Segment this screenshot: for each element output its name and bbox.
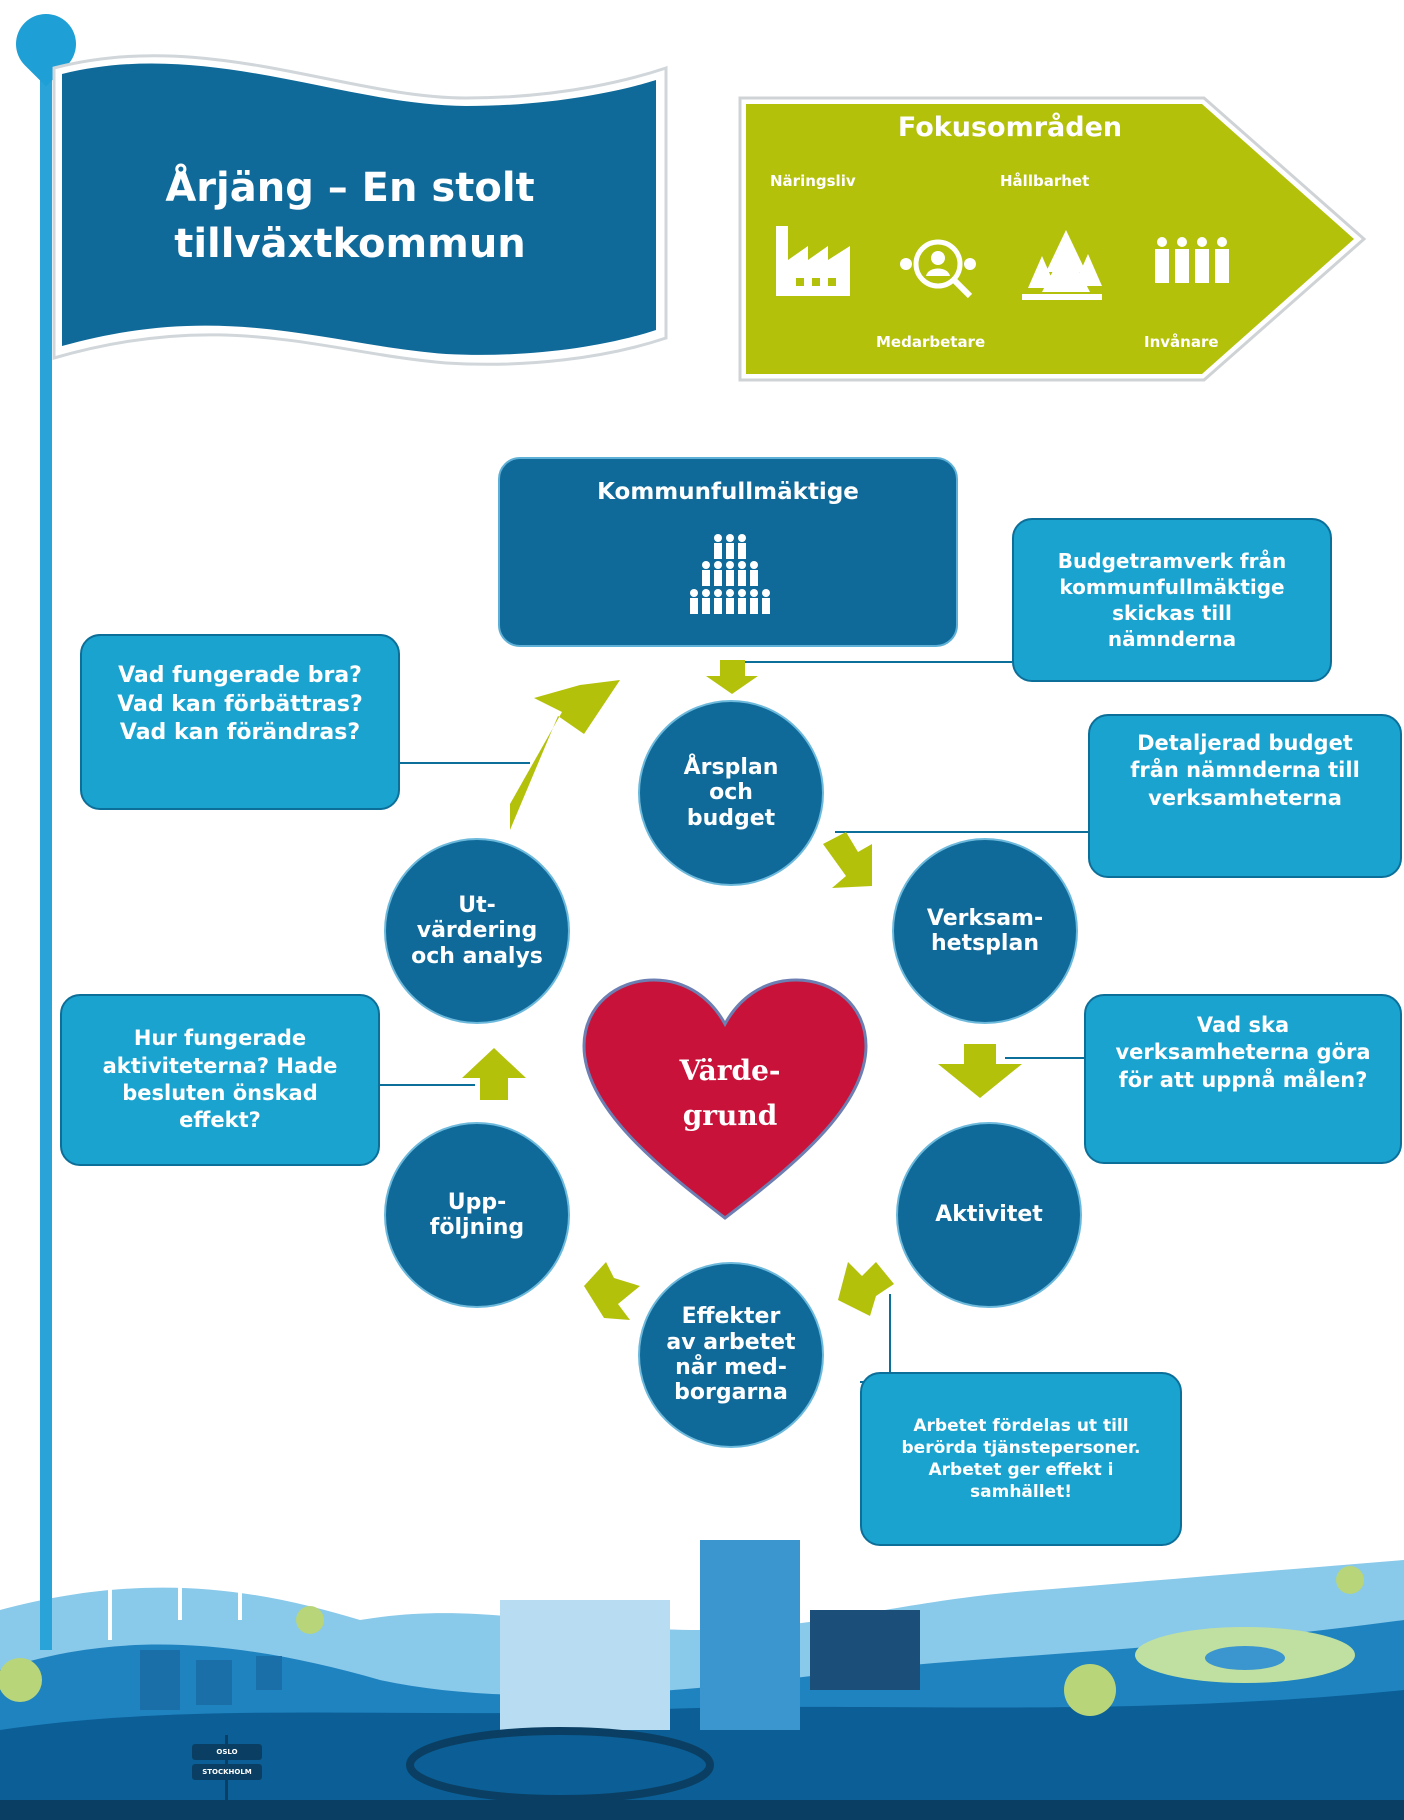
note-line: Hur fungerade xyxy=(133,1026,307,1051)
note-line: Detaljerad budget xyxy=(1137,731,1353,755)
note-line: Arbetet ger effekt i xyxy=(928,1460,1114,1480)
landscape-illustration xyxy=(0,1510,1404,1820)
note-line: berörda tjänstepersoner. xyxy=(901,1437,1141,1458)
note-line: Arbetet fördelas ut till xyxy=(913,1415,1129,1436)
people-pyramid-icon xyxy=(690,534,770,614)
flag-banner xyxy=(52,54,668,366)
note-vad-ska: Vad ska verksamheterna göra för att uppn… xyxy=(1084,994,1402,1164)
note-detaljerad: Detaljerad budget från nämnderna till ve… xyxy=(1088,714,1402,878)
council-box: Kommunfullmäktige xyxy=(498,457,958,647)
heart-line1: Värde- xyxy=(679,1054,781,1087)
circle-line: Effekter xyxy=(681,1304,781,1330)
note-line: skickas till xyxy=(1112,601,1232,625)
focus-label-hallbarhet: Hållbarhet xyxy=(1000,172,1090,190)
circle-line: och analys xyxy=(411,943,543,969)
note-hur-fungerade: Hur fungerade aktiviteterna? Hade beslut… xyxy=(60,994,380,1166)
circle-effekter: Effekter av arbetet når med- borgarna xyxy=(638,1262,824,1448)
note-line: Budgetramverk från xyxy=(1057,549,1287,573)
flag-title-line1: Årjäng – En stolt xyxy=(165,165,535,211)
signpost-top: OSLO xyxy=(192,1744,262,1760)
note-line: Vad kan förbättras? xyxy=(117,691,363,717)
circle-aktivitet: Aktivitet xyxy=(896,1122,1082,1308)
note-line: verksamheterna xyxy=(1148,785,1342,810)
note-line: från nämnderna till xyxy=(1130,758,1360,783)
circle-line: av arbetet xyxy=(666,1329,796,1355)
focus-label-medarbetare: Medarbetare xyxy=(876,333,986,351)
circle-line: Aktivitet xyxy=(935,1202,1043,1228)
council-title: Kommunfullmäktige xyxy=(597,479,859,505)
circle-uppfoljning: Upp- följning xyxy=(384,1122,570,1308)
focus-title: Fokusområden xyxy=(897,112,1123,143)
note-vad-fungerade: Vad fungerade bra? Vad kan förbättras? V… xyxy=(80,634,400,810)
circle-line: borgarna xyxy=(674,1380,788,1406)
note-budgetramverk: Budgetramverk från kommunfullmäktige ski… xyxy=(1012,518,1332,682)
circle-arsplan: Årsplan och budget xyxy=(638,700,824,886)
flag-pole xyxy=(40,40,52,1650)
circle-utvardering: Ut- värdering och analys xyxy=(384,838,570,1024)
note-line: Vad ska xyxy=(1196,1013,1290,1037)
note-line: nämnderna xyxy=(1107,627,1237,651)
note-line: besluten önskad xyxy=(122,1081,318,1105)
heart-label: Värde- grund xyxy=(640,1048,820,1138)
circle-line: Ut- xyxy=(458,893,496,919)
magnifier-people-icon xyxy=(900,239,976,298)
circle-line: hetsplan xyxy=(930,931,1039,956)
note-line: kommunfullmäktige xyxy=(1059,575,1285,599)
circle-line: och xyxy=(709,780,753,806)
heart-shape xyxy=(582,978,868,1220)
signpost-bottom: STOCKHOLM xyxy=(192,1764,262,1780)
flag-title: Årjäng – En stolt tillväxtkommun xyxy=(130,160,570,272)
circle-line: Verksam- xyxy=(926,905,1044,931)
circle-line: Upp- xyxy=(447,1189,507,1215)
circle-line: värdering xyxy=(416,918,538,944)
circle-line: når med- xyxy=(675,1355,787,1380)
focus-arrow-sign xyxy=(738,96,1367,382)
circle-line: följning xyxy=(429,1215,525,1240)
factory-icon xyxy=(776,226,850,296)
note-line: aktiviteterna? Hade xyxy=(102,1053,338,1078)
note-line: Vad fungerade bra? xyxy=(118,663,362,688)
circle-verksamhetsplan: Verksam- hetsplan xyxy=(892,838,1078,1024)
focus-label-invanare: Invånare xyxy=(1144,333,1219,351)
note-line: Vad kan förändras? xyxy=(119,720,361,746)
flag-title-line2: tillväxtkommun xyxy=(174,221,526,267)
note-line: verksamheterna göra xyxy=(1115,1040,1371,1065)
note-arbetet: Arbetet fördelas ut till berörda tjänste… xyxy=(860,1372,1182,1546)
note-line: för att uppnå målen? xyxy=(1118,1067,1368,1092)
circle-line: Årsplan xyxy=(683,755,779,781)
trees-icon xyxy=(1022,230,1102,300)
note-line: effekt? xyxy=(179,1108,261,1133)
circle-line: budget xyxy=(686,805,776,831)
family-icon xyxy=(1155,237,1229,283)
note-line: samhället! xyxy=(970,1482,1072,1503)
focus-label-naringsliv: Näringsliv xyxy=(770,172,856,190)
heart-line2: grund xyxy=(682,1099,778,1132)
